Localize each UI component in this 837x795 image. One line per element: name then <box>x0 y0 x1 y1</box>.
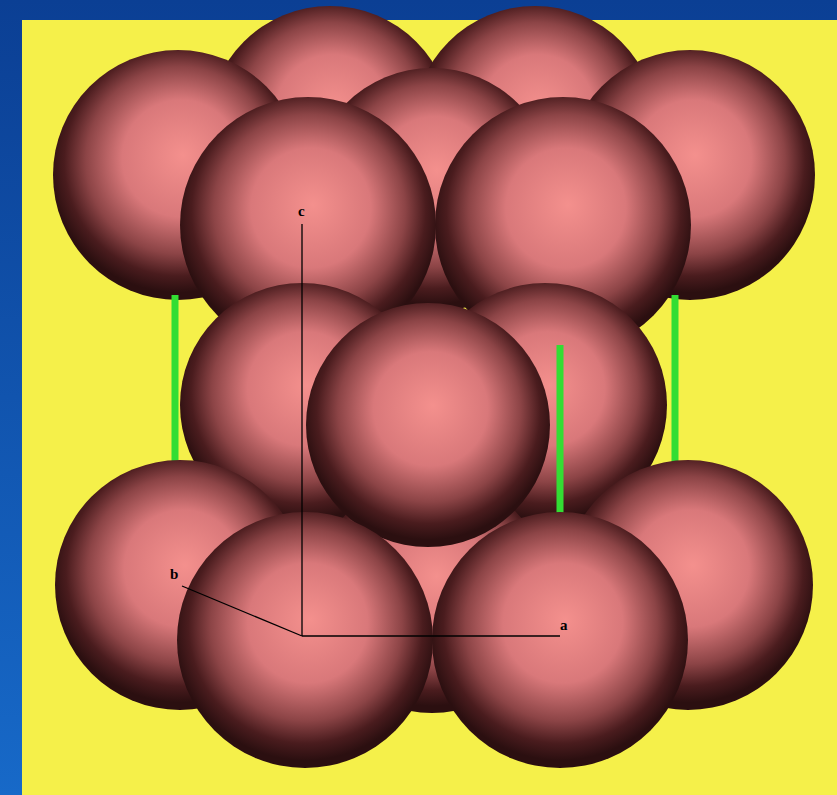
background <box>22 20 837 795</box>
bond-rod <box>672 295 679 470</box>
axis-label: a <box>560 618 568 633</box>
bond-rod <box>557 345 564 515</box>
bond-rod <box>172 295 179 470</box>
axis-label: c <box>298 204 305 219</box>
atoms <box>53 6 815 768</box>
axes <box>182 224 560 636</box>
axis-label: b <box>170 567 178 582</box>
